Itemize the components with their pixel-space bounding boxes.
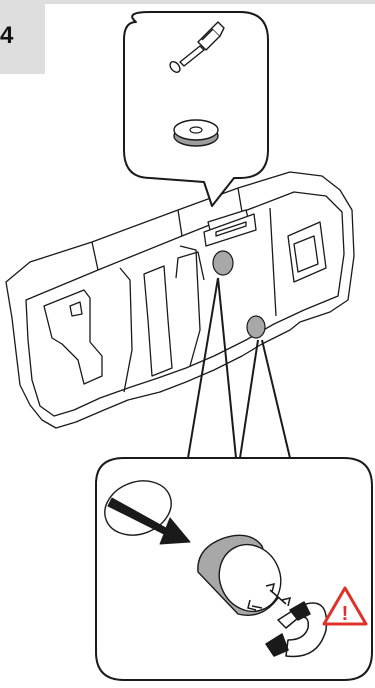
step-number: 4	[0, 22, 14, 49]
washer-disc-icon	[173, 119, 219, 147]
attraction-arrows	[247, 582, 292, 611]
callout-top	[123, 11, 269, 207]
packaging-foam-insert	[5, 171, 355, 429]
mounting-pad-lower	[246, 315, 266, 339]
magnet-pad-cylinder	[197, 534, 282, 616]
insert-direction-arrow	[107, 497, 191, 545]
warning-triangle-icon: !	[322, 586, 368, 626]
mounting-pad-upper	[212, 250, 234, 276]
callout-leader-lines	[187, 277, 291, 459]
warning-glyph: !	[342, 603, 349, 625]
header-strip	[45, 0, 375, 4]
step-badge	[0, 0, 45, 74]
wall-anchor-screw-icon	[169, 21, 225, 73]
horseshoe-magnet-icon	[265, 601, 328, 658]
